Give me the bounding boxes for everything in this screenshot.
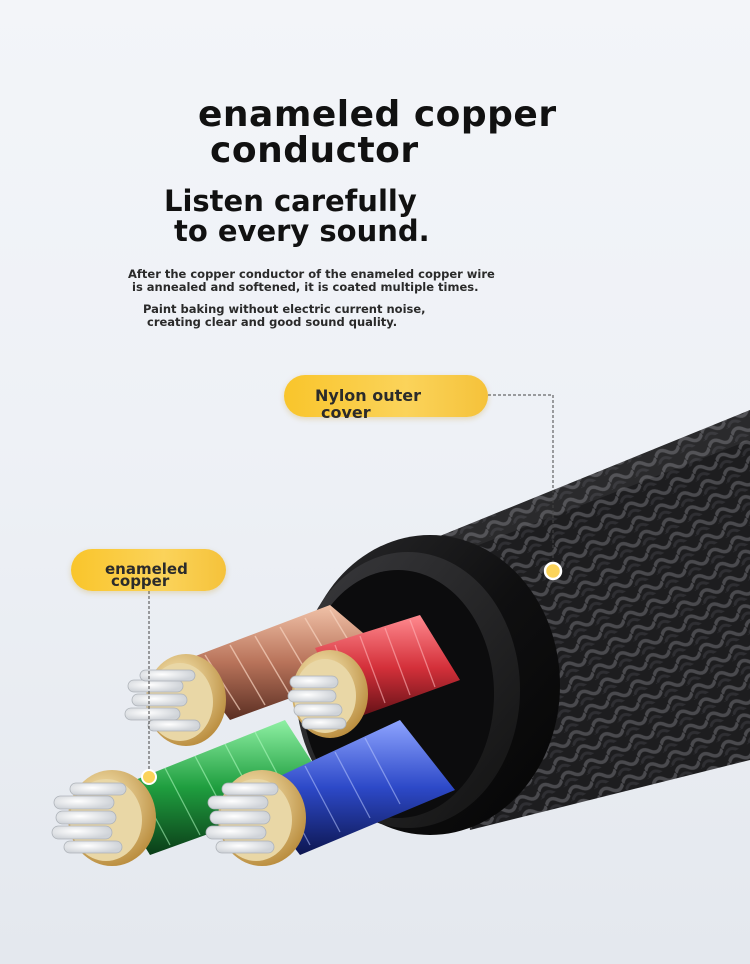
- description-line-4: creating clear and good sound quality.: [147, 315, 398, 329]
- nylon-callout-line-1: Nylon outer: [315, 386, 422, 405]
- description-line-2: is annealed and softened, it is coated m…: [132, 280, 479, 294]
- title-line-2: conductor: [210, 130, 419, 171]
- enameled-copper-callout: [71, 549, 226, 591]
- copper-callout-line-1: enameled: [105, 560, 188, 578]
- red-wire-end: [287, 650, 368, 738]
- copper-wire-end: [124, 654, 226, 746]
- nylon-callout-line-2: cover: [321, 403, 371, 422]
- subtitle-line-2: to every sound.: [174, 214, 430, 248]
- nylon-leader-line: [488, 394, 554, 570]
- green-wire-end: [51, 770, 156, 866]
- copper-callout-line-2: copper: [111, 572, 170, 590]
- nylon-cover-callout: [284, 375, 488, 417]
- copper-leader-dot: [141, 769, 157, 785]
- title-line-1: enameled copper: [198, 94, 557, 135]
- blue-wire-end: [205, 770, 306, 866]
- description-line-1: After the copper conductor of the enamel…: [128, 267, 495, 281]
- description-line-3: Paint baking without electric current no…: [143, 302, 426, 316]
- subtitle-line-1: Listen carefully: [164, 184, 417, 218]
- nylon-leader-dot: [543, 561, 563, 581]
